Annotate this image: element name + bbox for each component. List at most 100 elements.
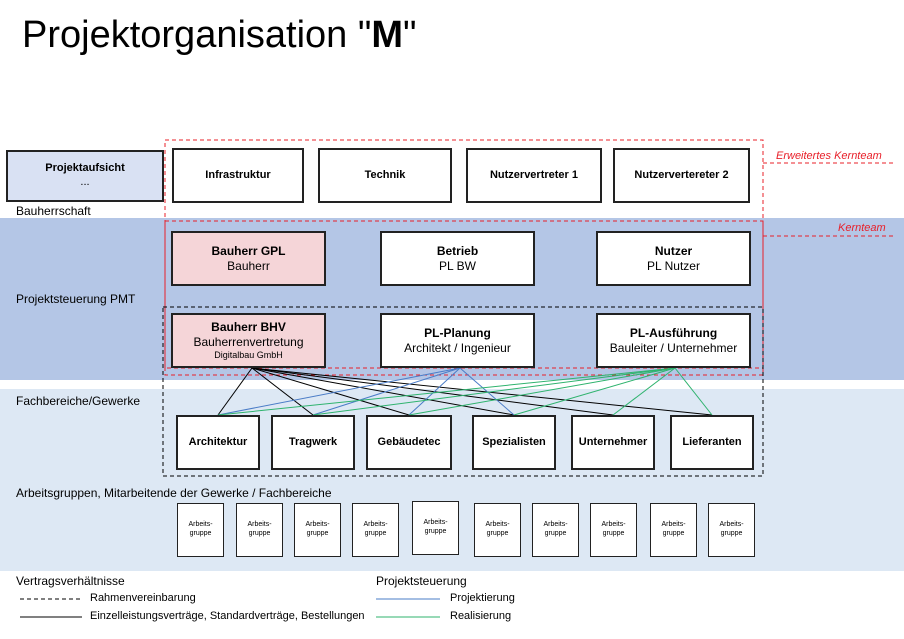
bauherr-bhv-title: Bauherr BHV (211, 319, 286, 334)
projektierung-line (408, 367, 461, 416)
pl-planung-title: PL-Planung (424, 325, 491, 340)
arbeitsgruppe-label-line2: gruppe (189, 530, 212, 537)
betrieb-title: Betrieb (436, 243, 479, 258)
arbeitsgruppe-box[interactable]: Arbeits-gruppe (708, 503, 755, 557)
box-technik-label: Technik (364, 168, 406, 181)
legend-steuerung-title: Projektsteuerung (376, 574, 467, 588)
realisierung-line (513, 367, 676, 416)
extended-team-frame (164, 139, 764, 376)
box-technik[interactable]: Technik (318, 148, 452, 203)
arbeitsgruppe-label-line1: Arbeits- (247, 521, 272, 529)
arbeitsgruppe-box[interactable]: Arbeits-gruppe (236, 503, 283, 557)
arbeitsgruppe-label-line1: Arbeits- (423, 519, 448, 527)
arbeitsgruppe-label-line2: gruppe (486, 530, 509, 537)
arbeitsgruppe-box[interactable]: Arbeits-gruppe (294, 503, 341, 557)
arbeitsgruppe-box[interactable]: Arbeits-gruppe (650, 503, 697, 557)
box-architektur[interactable]: Architektur (176, 415, 260, 470)
arbeitsgruppe-label-line1: Arbeits- (661, 521, 686, 529)
arbeitsgruppe-box[interactable]: Arbeits-gruppe (412, 501, 459, 555)
nutzer-sub: PL Nutzer (647, 258, 700, 273)
realisierung-line (612, 367, 676, 416)
arbeitsgruppe-label-line1: Arbeits- (543, 521, 568, 529)
box-infrastruktur-label: Infrastruktur (205, 168, 271, 181)
page-title: Projektorganisation "M" (22, 14, 417, 56)
legend-rahmen-label: Rahmenvereinbarung (90, 592, 196, 604)
bauherr-bhv-sub: Bauherrenvertretung (193, 334, 304, 349)
legend-einzel-label: Einzelleistungsverträge, Standardverträg… (90, 610, 365, 622)
pl-planung-sub: Architekt / Ingenieur (404, 340, 511, 355)
arbeitsgruppe-label-line1: Arbeits- (485, 521, 510, 529)
legend-vertrag-title: Vertragsverhältnisse (16, 574, 125, 588)
projektaufsicht-sub: ... (80, 176, 90, 188)
arbeitsgruppe-label-line2: gruppe (424, 528, 447, 535)
arbeitsgruppe-label-line2: gruppe (720, 530, 743, 537)
box-spezialisten[interactable]: Spezialisten (472, 415, 556, 470)
arbeitsgruppe-label-line1: Arbeits- (363, 521, 388, 529)
box-nutzervertreter-2[interactable]: Nutzervertereter 2 (613, 148, 750, 203)
kernteam-frame (164, 220, 764, 369)
contract-line (251, 367, 614, 416)
projektaufsicht-box[interactable]: Projektaufsicht ... (6, 150, 164, 202)
box-bauherr-gpl[interactable]: Bauherr GPL Bauherr (171, 231, 326, 286)
arbeitsgruppe-box[interactable]: Arbeits-gruppe (474, 503, 521, 557)
box-nutzer[interactable]: Nutzer PL Nutzer (596, 231, 751, 286)
contract-line (251, 367, 515, 416)
label-kernteam: Kernteam (838, 222, 886, 234)
projektierung-line (312, 367, 461, 416)
arbeitsgruppe-label-line2: gruppe (248, 530, 271, 537)
label-bauherrschaft: Bauherrschaft (16, 204, 91, 218)
pl-ausfuehrung-title: PL-Ausführung (629, 325, 718, 340)
realisierung-line (312, 367, 676, 416)
box-lieferanten[interactable]: Lieferanten (670, 415, 754, 470)
architektur-label: Architektur (188, 435, 248, 448)
realisierung-line (674, 367, 713, 416)
box-nutzervertreter-2-label: Nutzervertereter 2 (634, 168, 729, 181)
arbeitsgruppe-box[interactable]: Arbeits-gruppe (177, 503, 224, 557)
projektierung-line (217, 367, 461, 416)
arbeitsgruppe-label-line1: Arbeits- (305, 521, 330, 529)
contract-line (217, 367, 253, 416)
arbeitsgruppe-box[interactable]: Arbeits-gruppe (590, 503, 637, 557)
box-nutzervertreter-1-label: Nutzervertreter 1 (489, 168, 579, 181)
box-gebaeudetec[interactable]: Gebäudetec (366, 415, 452, 470)
arbeitsgruppe-label-line1: Arbeits- (601, 521, 626, 529)
box-pl-planung[interactable]: PL-Planung Architekt / Ingenieur (380, 313, 535, 368)
arbeitsgruppe-box[interactable]: Arbeits-gruppe (532, 503, 579, 557)
arbeitsgruppe-label-line2: gruppe (602, 530, 625, 537)
nutzer-title: Nutzer (654, 243, 693, 258)
box-unternehmer[interactable]: Unternehmer (571, 415, 655, 470)
arbeitsgruppe-label-line1: Arbeits- (188, 521, 213, 529)
box-bauherr-bhv[interactable]: Bauherr BHV Bauherrenvertretung Digitalb… (171, 313, 326, 368)
realisierung-line (217, 367, 676, 416)
gebaeudetec-label: Gebäudetec (377, 435, 441, 448)
lieferanten-label: Lieferanten (682, 435, 742, 448)
label-projektsteuerung: Projektsteuerung PMT (16, 292, 136, 306)
contract-line (251, 367, 314, 416)
arbeitsgruppe-label-line2: gruppe (662, 530, 685, 537)
bauherr-gpl-sub: Bauherr (227, 258, 270, 273)
betrieb-sub: PL BW (439, 258, 476, 273)
tragwerk-label: Tragwerk (288, 435, 338, 448)
box-nutzervertreter-1[interactable]: Nutzervertreter 1 (466, 148, 602, 203)
arbeitsgruppe-label-line2: gruppe (306, 530, 329, 537)
box-infrastruktur[interactable]: Infrastruktur (172, 148, 304, 203)
arbeitsgruppe-label-line2: gruppe (364, 530, 387, 537)
bauherr-gpl-title: Bauherr GPL (211, 243, 286, 258)
realisierung-line (408, 367, 676, 416)
contract-line (251, 367, 713, 416)
projektaufsicht-title: Projektaufsicht (45, 162, 125, 175)
bauherr-bhv-sub2: Digitalbau GmbH (214, 349, 283, 360)
arbeitsgruppe-box[interactable]: Arbeits-gruppe (352, 503, 399, 557)
pl-ausfuehrung-sub: Bauleiter / Unternehmer (609, 340, 738, 355)
unternehmer-label: Unternehmer (578, 435, 648, 448)
box-betrieb[interactable]: Betrieb PL BW (380, 231, 535, 286)
label-fachbereiche: Fachbereiche/Gewerke (16, 394, 141, 408)
legend-projektierung-label: Projektierung (450, 592, 515, 604)
spezialisten-label: Spezialisten (482, 435, 546, 448)
label-arbeitsgruppen: Arbeitsgruppen, Mitarbeitende der Gewerk… (16, 486, 332, 500)
box-pl-ausfuehrung[interactable]: PL-Ausführung Bauleiter / Unternehmer (596, 313, 751, 368)
contract-line (251, 367, 410, 416)
legend-realisierung-label: Realisierung (450, 610, 512, 622)
box-tragwerk[interactable]: Tragwerk (271, 415, 355, 470)
